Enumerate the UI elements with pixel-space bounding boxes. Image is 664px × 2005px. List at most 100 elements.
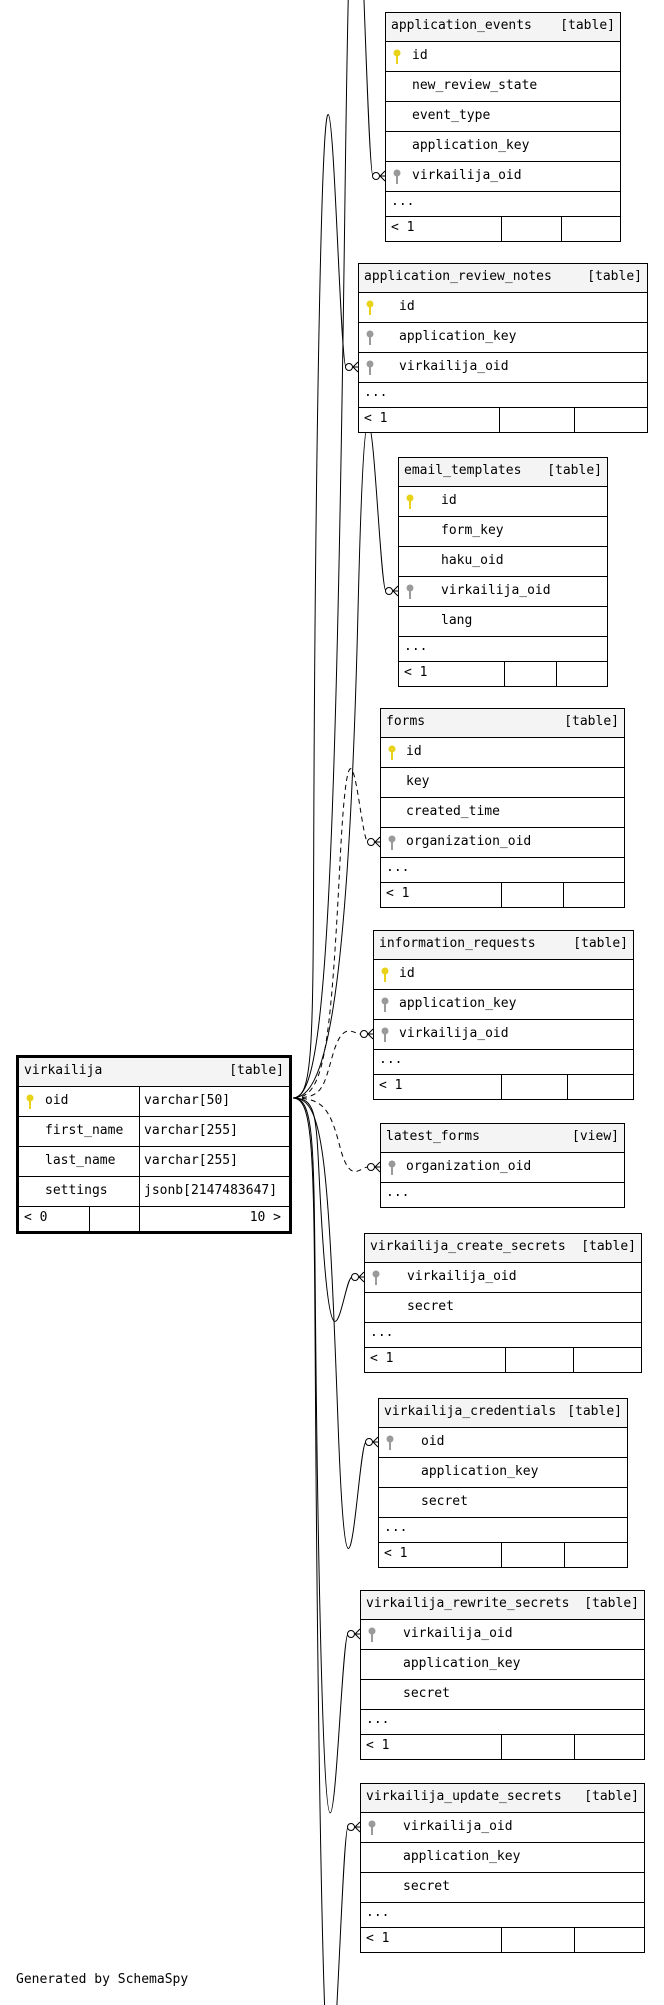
column-row[interactable]: application_key — [386, 132, 620, 162]
column-row[interactable]: secret — [361, 1680, 644, 1710]
column-name: virkailija_oid — [412, 168, 522, 183]
parent-count[interactable]: < 1 — [366, 1738, 390, 1753]
column-row[interactable]: application_key — [374, 990, 633, 1020]
more-ellipsis: ... — [366, 1712, 390, 1727]
column-row[interactable]: id — [381, 738, 624, 768]
footer-divider — [501, 883, 502, 907]
table-footer: < 0 10 > — [19, 1207, 289, 1231]
column-row[interactable]: virkailija_oid — [361, 1813, 644, 1843]
column-row[interactable]: haku_oid — [399, 547, 607, 577]
column-row[interactable]: application_key — [361, 1650, 644, 1680]
column-name: last_name — [45, 1153, 116, 1168]
relationship-line — [292, 1097, 349, 2005]
parent-count[interactable]: < 1 — [364, 411, 388, 426]
column-name: virkailija_oid — [407, 1269, 517, 1284]
parent-count[interactable]: < 0 — [24, 1210, 48, 1225]
table-footer: < 1 — [359, 408, 647, 432]
column-row[interactable]: event_type — [386, 102, 620, 132]
column-row[interactable]: key — [381, 768, 624, 798]
column-row[interactable]: virkailija_oid — [359, 353, 647, 383]
more-columns[interactable]: ... — [365, 1323, 641, 1348]
table-virkailija-create-secrets[interactable]: virkailija_create_secrets[table]virkaili… — [364, 1233, 642, 1373]
column-name: application_key — [421, 1464, 539, 1479]
more-columns[interactable]: ... — [381, 1183, 624, 1207]
column-row[interactable]: virkailija_oid — [374, 1020, 633, 1050]
table-kind: [table] — [229, 1063, 284, 1078]
parent-count[interactable]: < 1 — [366, 1931, 390, 1946]
column-row[interactable]: id — [386, 42, 620, 72]
more-columns[interactable]: ... — [374, 1050, 633, 1075]
relationship-line — [292, 1097, 367, 1549]
parent-count[interactable]: < 1 — [391, 220, 415, 235]
more-columns[interactable]: ... — [359, 383, 647, 408]
footer-divider — [505, 1348, 506, 1372]
parent-count[interactable]: < 1 — [404, 665, 428, 680]
generated-by-label: Generated by SchemaSpy — [16, 1972, 189, 1987]
column-row[interactable]: new_review_state — [386, 72, 620, 102]
crows-foot-marker — [352, 361, 359, 373]
column-row[interactable]: virkailija_oid — [399, 577, 607, 607]
parent-count[interactable]: < 1 — [370, 1351, 394, 1366]
column-row[interactable]: application_key — [379, 1458, 627, 1488]
foreign-key-icon — [406, 584, 414, 599]
column-row[interactable]: secret — [379, 1488, 627, 1518]
more-columns[interactable]: ... — [386, 192, 620, 217]
footer-divider — [501, 217, 502, 241]
column-row[interactable]: form_key — [399, 517, 607, 547]
column-row[interactable]: application_key — [359, 323, 647, 353]
table-virkailija-update-secrets[interactable]: virkailija_update_secrets[table]virkaili… — [360, 1783, 645, 1953]
table-name: virkailija — [24, 1063, 103, 1078]
table-virkailija-rewrite-secrets[interactable]: virkailija_rewrite_secrets[table]virkail… — [360, 1590, 645, 1760]
more-columns[interactable]: ... — [379, 1518, 627, 1543]
column-row[interactable]: id — [399, 487, 607, 517]
column-name: created_time — [406, 804, 500, 819]
column-row[interactable]: application_key — [361, 1843, 644, 1873]
table-kind: [table] — [560, 18, 615, 33]
parent-count[interactable]: < 1 — [379, 1078, 403, 1093]
column-row[interactable]: lang — [399, 607, 607, 637]
column-row[interactable]: secret — [365, 1293, 641, 1323]
parent-count[interactable]: < 1 — [384, 1546, 408, 1561]
column-row[interactable]: organization_oid — [381, 828, 624, 858]
more-columns[interactable]: ... — [381, 858, 624, 883]
column-row[interactable]: virkailija_oid — [365, 1263, 641, 1293]
table-kind: [view] — [572, 1129, 619, 1144]
crows-foot-marker — [372, 1436, 379, 1448]
more-columns[interactable]: ... — [361, 1903, 644, 1928]
table-header: information_requests[table] — [374, 931, 633, 960]
column-row[interactable]: created_time — [381, 798, 624, 828]
footer-divider — [564, 1543, 565, 1567]
footer-divider — [501, 1543, 502, 1567]
footer-divider — [567, 1075, 568, 1099]
footer-divider — [89, 1207, 90, 1231]
parent-count[interactable]: < 1 — [386, 886, 410, 901]
column-row[interactable]: organization_oid — [381, 1153, 624, 1183]
more-columns[interactable]: ... — [399, 637, 607, 662]
column-name: application_key — [403, 1849, 521, 1864]
column-row[interactable]: id — [359, 293, 647, 323]
more-ellipsis: ... — [404, 639, 428, 654]
column-row[interactable]: virkailija_oid — [386, 162, 620, 192]
column-name: oid — [45, 1093, 69, 1108]
foreign-key-icon — [388, 1160, 396, 1175]
column-row[interactable]: secret — [361, 1873, 644, 1903]
column-row[interactable]: id — [374, 960, 633, 990]
column-row[interactable]: virkailija_oid — [361, 1620, 644, 1650]
column-row[interactable]: oid — [379, 1428, 627, 1458]
table-latest-forms[interactable]: latest_forms[view]organization_oid... — [380, 1123, 625, 1208]
more-columns[interactable]: ... — [361, 1710, 644, 1735]
footer-divider — [556, 662, 557, 686]
child-count[interactable]: 10 > — [249, 1210, 281, 1225]
